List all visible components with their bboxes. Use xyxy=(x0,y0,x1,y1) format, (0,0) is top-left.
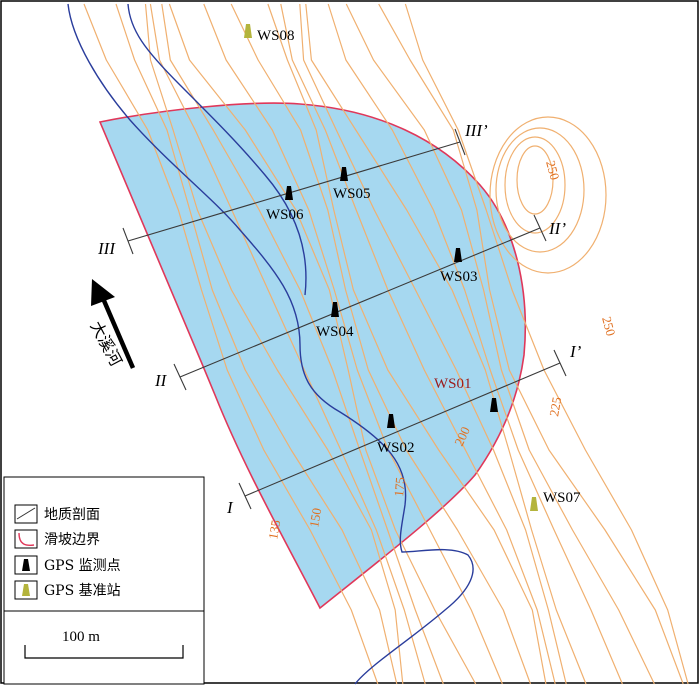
section-lines xyxy=(122,128,567,510)
legend-label-gps-monitor: GPS 监测点 xyxy=(44,558,121,574)
station-WS01-marker xyxy=(490,398,498,412)
station-WS04-label: WS04 xyxy=(316,324,354,340)
landslide-area xyxy=(98,102,527,610)
contour-labels: 135 150 175 200 225 250 250 xyxy=(265,159,618,541)
legend: 地质剖面 滑坡边界 GPS 监测点 GPS 基准站 100 m xyxy=(3,476,205,685)
river-channel xyxy=(67,3,474,685)
station-WS06: WS06 xyxy=(266,186,304,223)
station-WS03: WS03 xyxy=(440,248,478,285)
contour-label-225: 225 xyxy=(546,396,564,418)
contour-line xyxy=(404,3,689,685)
contour-label-200: 200 xyxy=(451,424,473,448)
section-III-start-label: III xyxy=(97,239,116,258)
contour-ring xyxy=(516,145,554,215)
contour-line xyxy=(280,3,556,685)
contour-line xyxy=(299,3,567,685)
contour-line xyxy=(327,3,623,685)
contour-label-250-right: 250 xyxy=(599,315,619,338)
station-WS04: WS04 xyxy=(316,302,354,340)
legend-item-gps-base: GPS 基准站 xyxy=(14,580,121,600)
contour-line xyxy=(161,3,444,685)
section-line-II xyxy=(173,214,547,391)
contour-line xyxy=(149,3,426,685)
station-WS05: WS05 xyxy=(333,167,371,202)
section-labels: I I’ II II’ III III’ xyxy=(97,121,582,517)
contour-line xyxy=(144,3,404,685)
legend-item-gps-monitor: GPS 监测点 xyxy=(14,555,121,575)
contour-line xyxy=(203,3,503,685)
contour-line xyxy=(267,3,547,685)
gps-stations: WS02 WS03 WS04 WS05 WS06 WS07 WS08 xyxy=(244,24,581,511)
station-WS07: WS07 xyxy=(530,490,581,511)
station-WS07-label: WS07 xyxy=(543,490,581,506)
contour-ring xyxy=(489,116,607,274)
section-III-end-label: III’ xyxy=(464,121,488,140)
section-line-I xyxy=(238,349,567,510)
contour-line xyxy=(115,3,398,685)
scale-bar-label: 100 m xyxy=(62,629,100,645)
contour-line xyxy=(305,3,587,685)
contour-label-250-top: 250 xyxy=(543,159,563,182)
section-line-III xyxy=(122,128,466,255)
station-WS05-label: WS05 xyxy=(333,186,371,202)
flow-direction-arrow xyxy=(91,279,136,369)
contour-lines xyxy=(83,3,689,685)
legend-label-gps-base: GPS 基准站 xyxy=(44,582,121,599)
legend-label-section: 地质剖面 xyxy=(44,507,100,523)
contour-line xyxy=(230,3,532,685)
station-WS03-label: WS03 xyxy=(440,269,478,285)
contour-label-175: 175 xyxy=(391,477,408,498)
station-WS08-label: WS08 xyxy=(257,28,295,44)
section-I-end-label: I’ xyxy=(569,342,582,361)
station-WS02: WS02 xyxy=(377,414,415,456)
contour-label-150: 150 xyxy=(306,507,324,529)
section-II-start-label: II xyxy=(154,371,168,390)
section-I-start-label: I xyxy=(226,498,234,517)
contour-line xyxy=(345,3,655,685)
contour-ring xyxy=(504,136,566,234)
station-WS02-label: WS02 xyxy=(377,440,415,456)
legend-item-boundary: 滑坡边界 xyxy=(14,529,100,549)
station-WS08: WS08 xyxy=(244,24,295,44)
scale-bar: 100 m xyxy=(24,629,184,659)
contour-line xyxy=(83,3,379,685)
contour-ring xyxy=(495,127,585,253)
landslide-label: WS01 xyxy=(434,376,472,392)
contour-label-135: 135 xyxy=(265,519,283,541)
station-WS06-label: WS06 xyxy=(266,207,304,223)
contour-line xyxy=(168,3,477,685)
section-II-end-label: II’ xyxy=(548,219,566,238)
legend-label-boundary: 滑坡边界 xyxy=(44,531,100,548)
contour-line xyxy=(378,3,684,685)
legend-item-section: 地质剖面 xyxy=(14,504,100,524)
